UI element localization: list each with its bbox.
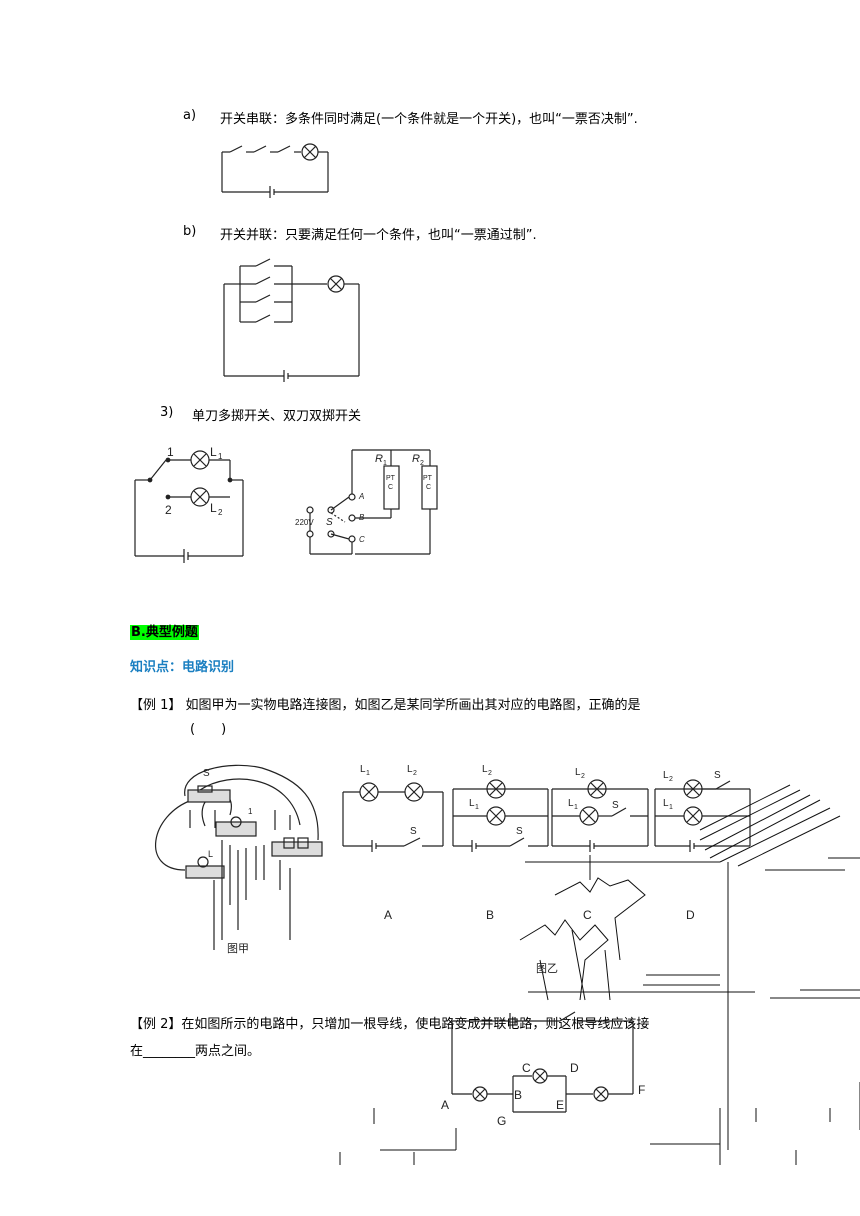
- item-a-text: 开关串联：多条件同时满足(一个条件就是一个开关)，也叫“一票否决制”.: [220, 112, 638, 127]
- svg-text:A: A: [358, 492, 364, 501]
- svg-text:2: 2: [165, 503, 172, 517]
- svg-text:2: 2: [218, 508, 223, 517]
- svg-text:L: L: [575, 767, 581, 778]
- section-heading: B.典型例题: [130, 625, 199, 640]
- svg-text:D: D: [570, 1061, 579, 1075]
- svg-text:1: 1: [574, 804, 578, 811]
- option-b-label: B: [486, 908, 494, 922]
- svg-text:B: B: [359, 513, 365, 522]
- svg-text:C: C: [426, 484, 431, 491]
- svg-text:S: S: [326, 517, 333, 528]
- svg-text:L: L: [482, 764, 488, 775]
- item-3-text: 单刀多掷开关、双刀双掷开关: [192, 409, 362, 424]
- option-d-circuit: [654, 779, 751, 852]
- option-a-circuit: [342, 782, 444, 852]
- svg-text:L: L: [407, 764, 413, 775]
- svg-text:2: 2: [581, 773, 585, 780]
- svg-text:R: R: [412, 453, 420, 465]
- svg-text:B: B: [514, 1088, 522, 1102]
- svg-text:L: L: [210, 501, 217, 515]
- svg-text:2: 2: [413, 770, 417, 777]
- example1-line2: ( ): [190, 722, 227, 737]
- svg-text:L: L: [663, 798, 669, 809]
- svg-text:PT: PT: [386, 475, 396, 482]
- svg-text:C: C: [388, 484, 393, 491]
- parallel-switch-circuit: [223, 258, 360, 382]
- fig-jia-label: 图甲: [227, 942, 249, 955]
- fig-yi-label: 图乙: [536, 962, 558, 975]
- svg-text:S: S: [516, 826, 523, 837]
- svg-text:C: C: [522, 1061, 531, 1075]
- svg-text:G: G: [497, 1114, 506, 1128]
- option-d-label: D: [686, 908, 695, 922]
- series-switch-circuit: [221, 143, 329, 198]
- svg-text:E: E: [556, 1098, 564, 1112]
- dpdt-circuit: [306, 449, 438, 555]
- svg-text:L: L: [360, 764, 366, 775]
- example1-line1: 【例 1】 如图甲为一实物电路连接图，如图乙是某同学所画出其对应的电路图，正确的…: [130, 698, 641, 713]
- svg-text:2: 2: [669, 776, 673, 783]
- svg-text:220V: 220V: [295, 518, 314, 527]
- svg-text:S: S: [612, 800, 619, 811]
- svg-text:S: S: [410, 826, 417, 837]
- svg-text:1: 1: [366, 770, 370, 777]
- item-b-marker: b): [183, 224, 197, 239]
- svg-text:C: C: [359, 535, 365, 544]
- example2-line2: 在________两点之间。: [130, 1044, 261, 1059]
- svg-text:S: S: [203, 768, 210, 779]
- svg-text:A: A: [441, 1098, 449, 1112]
- svg-text:1: 1: [167, 445, 174, 459]
- diagram-labels: L 1 L 2 1 2 R 1 R 2 PT C PT C 220V S A B…: [165, 445, 721, 1128]
- knowledge-point: 知识点：电路识别: [130, 660, 235, 675]
- svg-text:L: L: [663, 770, 669, 781]
- svg-text:L: L: [469, 798, 475, 809]
- option-c-circuit: [551, 779, 649, 852]
- item-3-marker: 3): [160, 405, 174, 420]
- svg-text:2: 2: [420, 460, 424, 467]
- svg-text:1: 1: [383, 460, 387, 467]
- spdt-circuit: [134, 450, 244, 563]
- scan-artifacts: [339, 784, 860, 1165]
- option-b-circuit: [452, 779, 549, 852]
- option-a-label: A: [384, 908, 392, 922]
- svg-text:1: 1: [248, 807, 253, 816]
- svg-text:PT: PT: [423, 475, 433, 482]
- item-a-marker: a): [183, 108, 197, 123]
- label-L1-spdt: L: [210, 445, 217, 459]
- svg-text:1: 1: [475, 804, 479, 811]
- svg-text:1: 1: [218, 452, 223, 461]
- item-b-text: 开关并联：只要满足任何一个条件，也叫“一票通过制”.: [220, 228, 537, 243]
- svg-text:2: 2: [488, 770, 492, 777]
- svg-text:S: S: [714, 770, 721, 781]
- svg-text:R: R: [375, 453, 383, 465]
- example2-circuit: [451, 1011, 634, 1113]
- svg-text:F: F: [638, 1083, 645, 1097]
- physical-setup: [154, 764, 323, 950]
- svg-text:L: L: [568, 798, 574, 809]
- option-c-label: C: [583, 908, 592, 922]
- svg-text:1: 1: [669, 804, 673, 811]
- svg-text:L: L: [208, 849, 213, 859]
